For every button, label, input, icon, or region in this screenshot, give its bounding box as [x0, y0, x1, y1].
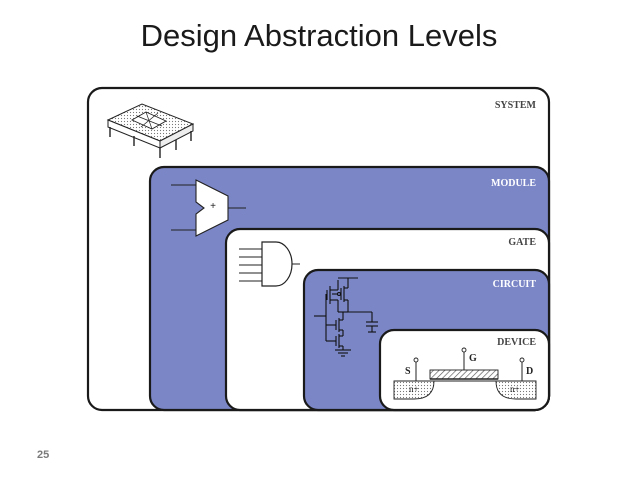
drain-region-label: n+: [510, 384, 520, 394]
source-terminal-label: S: [405, 366, 411, 377]
slide-title: Design Abstraction Levels: [140, 18, 498, 53]
and-gate-icon: [239, 241, 300, 287]
transistor-circuit-icon: [314, 277, 378, 357]
mosfet-cross-section-icon: G S D n+ n+: [393, 347, 537, 400]
gate-terminal-label: G: [469, 353, 477, 364]
drain-terminal-label: D: [526, 366, 533, 377]
module-label: MODULE: [491, 178, 536, 189]
level-device: DEVICE G S D n+ n+: [378, 328, 551, 412]
system-label: SYSTEM: [495, 100, 537, 111]
adder-plus-symbol: +: [210, 201, 216, 212]
device-label: DEVICE: [497, 337, 536, 348]
circuit-label: CIRCUIT: [493, 279, 537, 290]
slide-number: 25: [37, 449, 50, 461]
gate-label: GATE: [508, 237, 536, 248]
chip-package-icon: [106, 103, 195, 158]
adder-icon: +: [171, 179, 246, 237]
source-region-label: n+: [409, 384, 419, 394]
